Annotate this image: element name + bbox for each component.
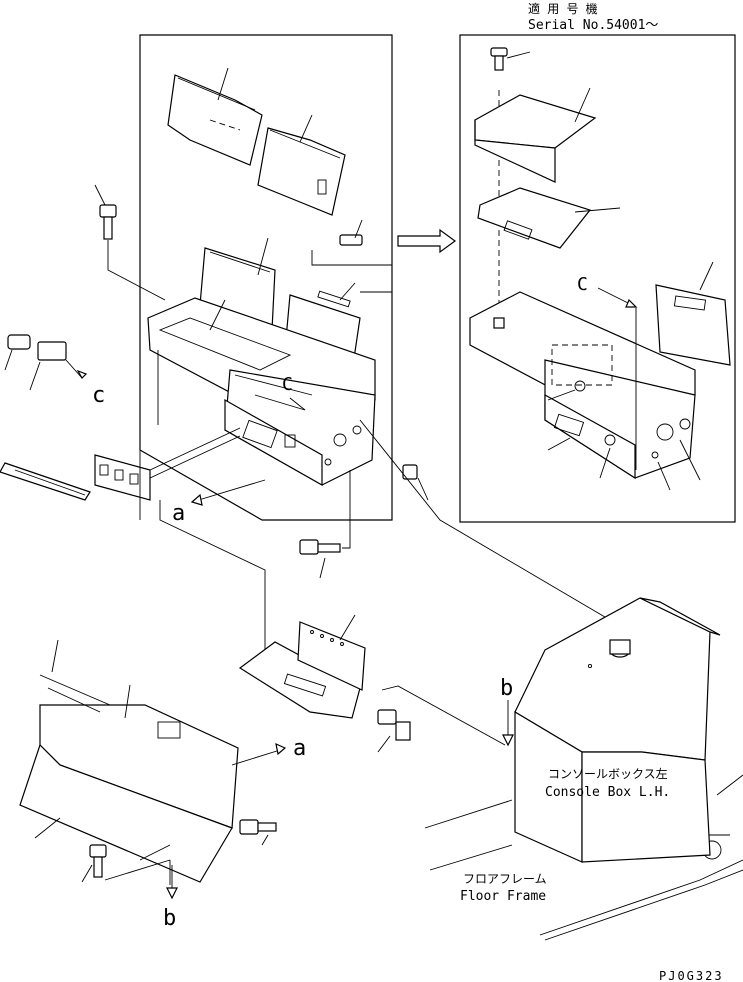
arrow-a-mid — [190, 479, 266, 506]
clip-left — [29, 341, 88, 391]
bolt-upper-left — [94, 184, 166, 425]
callout-c-left: c — [92, 383, 105, 408]
drawing-code: PJ0G323 — [659, 969, 724, 982]
callout-c-mid: C — [282, 374, 293, 395]
bolt-bracket — [377, 685, 506, 753]
arrow-a-low — [231, 742, 287, 766]
switch-panel — [94, 427, 241, 501]
lower-cover — [19, 639, 239, 885]
grommet-left — [4, 334, 31, 371]
floor-frame-jp-label: フロアフレーム — [463, 872, 547, 886]
floor-frame — [424, 774, 743, 941]
bolt-lower-cover-left — [81, 844, 107, 883]
serial-en-label: Serial No.54001～ — [528, 18, 658, 33]
console-box-en-label: Console Box L.H. — [545, 785, 670, 800]
transfer-arrow — [397, 228, 457, 254]
bolt-lower-cover-right — [239, 819, 277, 846]
arrow-c-right — [597, 287, 638, 470]
detail-side-panel — [655, 261, 731, 366]
console-box-body — [147, 297, 376, 487]
detail-box-body — [469, 291, 696, 480]
callout-b-box: b — [500, 676, 513, 701]
callout-a-mid: a — [172, 501, 185, 526]
trim-strip — [0, 462, 91, 501]
top-cover-right — [257, 114, 346, 216]
arrow-b-box — [502, 700, 514, 747]
detail-frame — [459, 34, 736, 523]
nut-box-right — [402, 464, 429, 501]
callout-c-right: C — [577, 274, 588, 295]
main-frame-outline — [139, 34, 393, 521]
arrow-b-low — [166, 865, 178, 900]
top-cover-left — [167, 67, 263, 166]
serial-jp-label: 適 用 号 機 — [528, 1, 598, 16]
floor-frame-en-label: Floor Frame — [460, 889, 546, 904]
console-box-jp-label: コンソールボックス左 — [548, 766, 668, 781]
console-box-lh — [514, 597, 721, 863]
callout-b-low: b — [163, 906, 176, 931]
detail-top-cover — [474, 87, 597, 183]
screw-upper-center — [339, 219, 363, 246]
callout-a-low: a — [293, 736, 306, 761]
bolt-lower-mid — [299, 470, 351, 579]
mounting-bracket — [238, 614, 366, 719]
detail-hinge-cover — [477, 187, 621, 249]
